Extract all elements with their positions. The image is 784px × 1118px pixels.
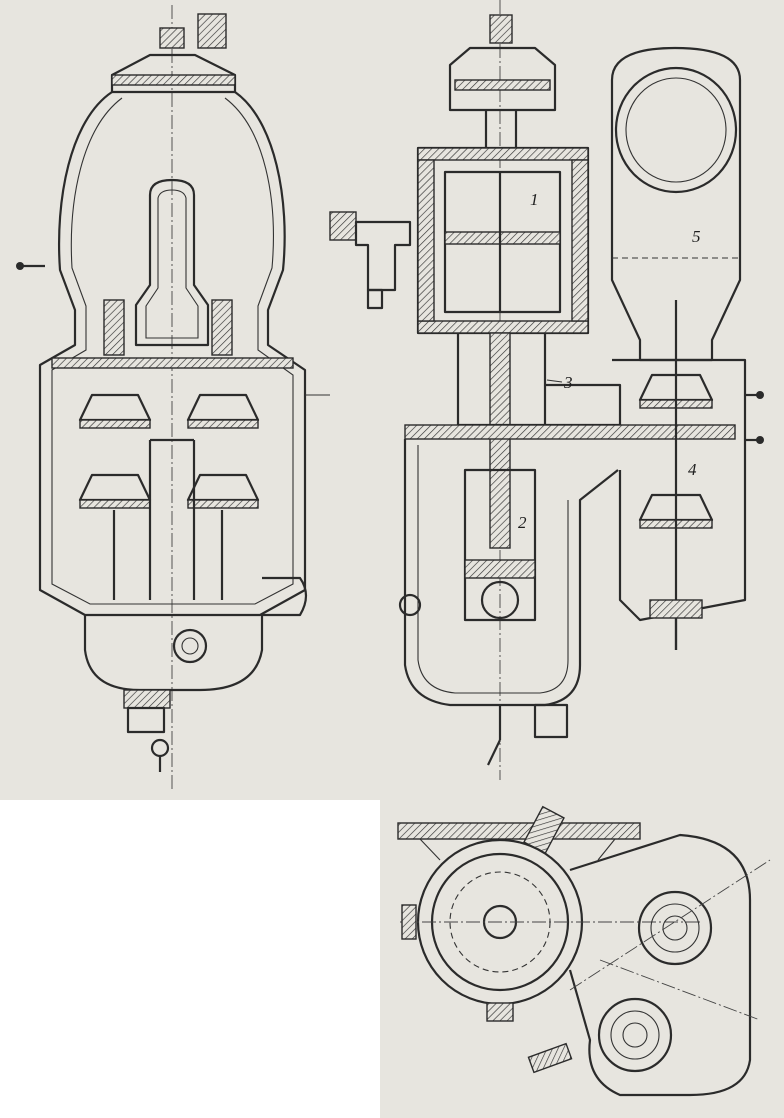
top-cap xyxy=(110,53,237,94)
valve-upper-right xyxy=(186,393,260,422)
divider-plate xyxy=(51,357,294,369)
callout-1: 1 xyxy=(530,190,539,209)
spring-chamber-lower xyxy=(597,997,673,1073)
top-fitting-right xyxy=(197,13,227,49)
cylinder-2 xyxy=(463,468,537,622)
valve-upper-left xyxy=(78,393,152,422)
vessel-shell xyxy=(38,91,307,617)
inlet-fitting xyxy=(329,211,357,241)
callout-4: 4 xyxy=(688,460,697,479)
valve-stem-right xyxy=(211,299,233,356)
callout-3: 3 xyxy=(563,373,573,392)
drain-fitting xyxy=(123,689,171,709)
inner-tube xyxy=(134,178,210,347)
side-nipple xyxy=(527,1042,573,1074)
valve-head xyxy=(448,46,557,112)
valve-stem-left xyxy=(103,299,125,356)
valve-lower-left xyxy=(78,473,152,502)
outlet-boss xyxy=(533,703,569,739)
crosshead-guide-3 xyxy=(456,333,622,427)
mounting-bar xyxy=(397,822,641,840)
drain-lever xyxy=(487,739,501,766)
piston-2 xyxy=(464,559,536,579)
plan-section-view xyxy=(397,805,771,1097)
callout-2: 2 xyxy=(518,513,527,532)
piston-rod xyxy=(489,332,511,549)
receiver-5 xyxy=(610,46,742,362)
top-fitting-left xyxy=(159,27,185,49)
lower-drawing-sheet xyxy=(380,800,784,1118)
right-section-view xyxy=(329,0,764,780)
intermediate-plate xyxy=(404,424,736,440)
central-web xyxy=(148,438,196,600)
sump xyxy=(83,615,264,692)
head-nipple xyxy=(489,14,513,44)
side-lug xyxy=(262,576,308,617)
piston-1 xyxy=(444,231,561,245)
side-housing xyxy=(568,833,752,1097)
spring-chamber-upper xyxy=(637,890,713,966)
callout-5: 5 xyxy=(692,227,701,246)
valve-lower-right xyxy=(186,473,260,502)
sump-plug xyxy=(172,628,208,664)
left-section-view xyxy=(16,5,330,790)
